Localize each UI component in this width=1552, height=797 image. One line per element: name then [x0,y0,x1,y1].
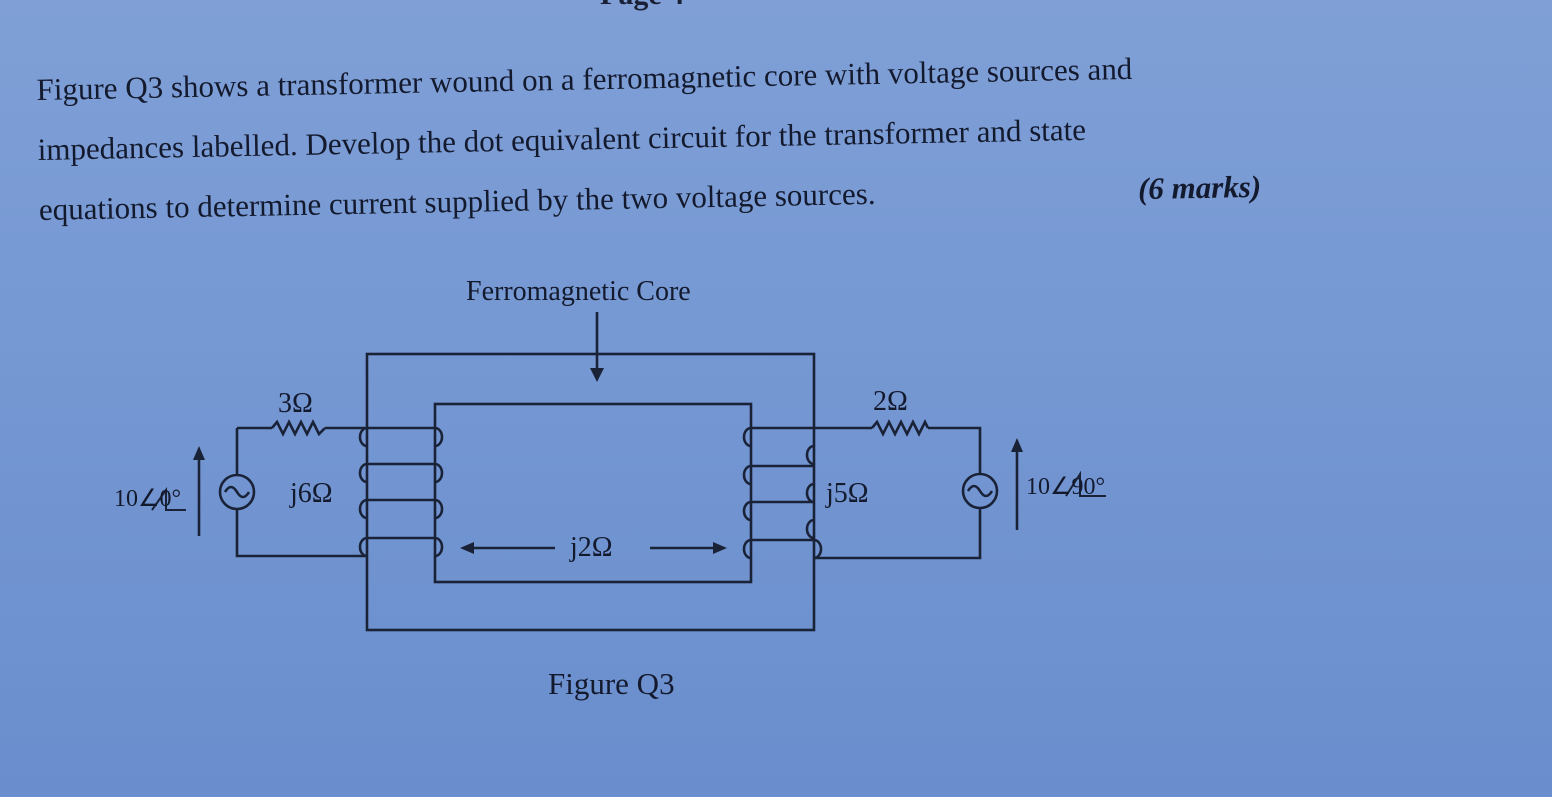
left-source-label: 10∠0° [114,486,181,512]
right-top-wire-2 [928,426,982,474]
core-outer [365,352,816,632]
core-inner [433,402,753,584]
right-winding [742,426,823,560]
right-resistor-zigzag [871,419,930,437]
left-winding [358,426,444,558]
left-source-symbol [218,473,256,511]
figure-caption: Figure Q3 [548,666,675,701]
right-resistor-label: 2Ω [873,386,908,417]
left-resistor-zigzag [271,419,326,437]
core-label: Ferromagnetic Core [466,276,691,307]
right-source-symbol [961,472,999,510]
page-header-fragment: Page 4 [600,0,684,12]
left-reactance-label: j6Ω [289,478,333,509]
left-resistor-label: 3Ω [278,388,313,419]
mutual-reactance-label: j2Ω [569,532,613,563]
right-source-label: 10∠90° [1026,474,1105,500]
left-bottom-wire [235,509,367,558]
right-reactance-label: j5Ω [825,478,869,509]
right-bottom-wire [814,508,982,560]
